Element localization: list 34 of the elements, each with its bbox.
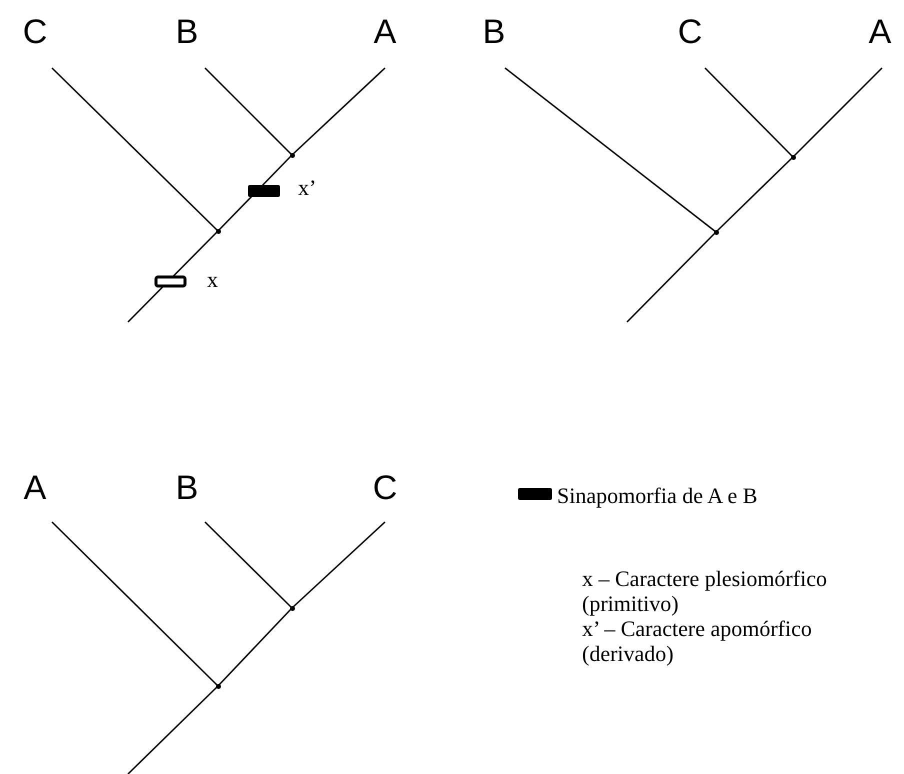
note-text: x’ – Caractere apomórfico (derivado) (582, 616, 813, 666)
character-label: x’ (298, 175, 316, 200)
taxon-label: C (678, 14, 702, 50)
taxon-label: B (176, 470, 198, 506)
taxon-label: C (22, 14, 48, 50)
taxon-label: B (482, 14, 506, 50)
branch-line (127, 230, 219, 323)
branch-node (216, 228, 220, 234)
branch-line (626, 231, 717, 323)
branch-line (204, 521, 293, 609)
branch-node (290, 152, 294, 158)
note-text: x – Caractere plesiomórfico (primitivo) (582, 566, 828, 616)
branch-line (715, 156, 794, 233)
legend-label: Sinapomorfia de A e B (557, 483, 758, 508)
branch-line (127, 685, 219, 774)
branch-node (790, 154, 796, 160)
branch-node (290, 606, 294, 610)
character-label: x (207, 267, 218, 292)
branch-line (291, 67, 386, 156)
branch-line (292, 521, 386, 609)
branch-line (704, 67, 794, 158)
branch-line (51, 67, 219, 232)
branch-node (216, 684, 220, 688)
branch-line (217, 607, 293, 687)
taxon-label: A (24, 470, 46, 506)
branch-line (51, 521, 219, 687)
taxon-label: B (176, 14, 198, 50)
taxon-label: C (372, 470, 398, 506)
taxon-label: A (868, 14, 892, 50)
branch-node (714, 230, 718, 234)
branch-line (504, 67, 716, 233)
taxon-label: A (374, 14, 396, 50)
branch-line (792, 67, 883, 158)
branch-line (204, 67, 293, 156)
